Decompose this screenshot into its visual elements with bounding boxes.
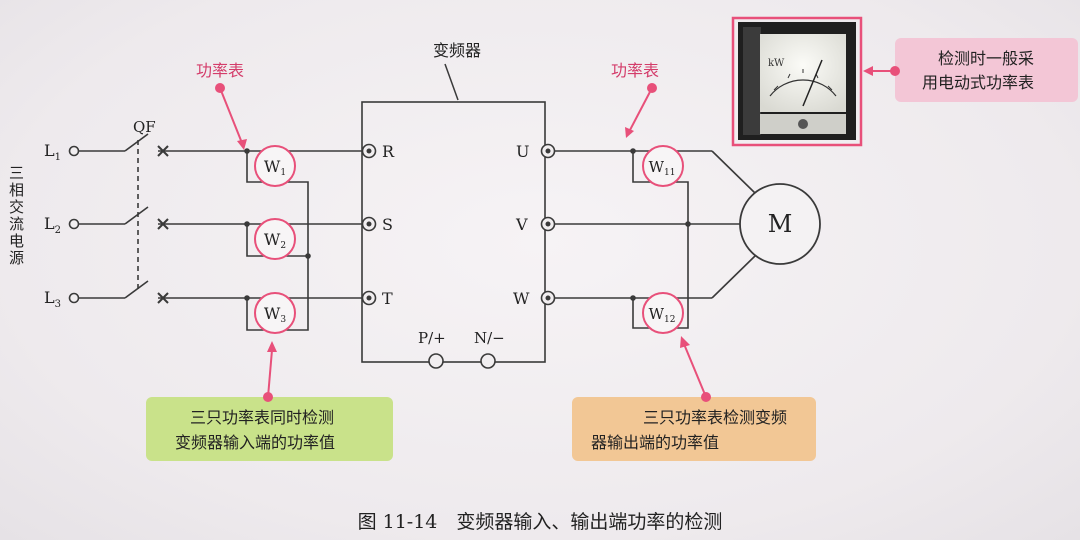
output-note-line2: 器输出端的功率值 — [591, 433, 719, 452]
inverter-leader — [444, 63, 459, 101]
source-section — [68, 133, 370, 304]
output-meter-callout-text: 功率表 — [611, 61, 659, 80]
output-note-box — [572, 397, 816, 461]
input-note-line1: 三只功率表同时检测 — [190, 408, 334, 427]
terminal-p: P/+ — [418, 329, 446, 347]
line-label-1: L1 — [44, 141, 61, 163]
terminal-s: S — [382, 215, 393, 234]
source-label: 三相交流电源 — [7, 165, 25, 267]
output-terminals — [540, 143, 556, 306]
inverter-box — [361, 101, 546, 363]
output-note: 三只功率表检测变频 器输出端的功率值 — [572, 336, 816, 461]
motor: M — [739, 183, 821, 265]
photo-callout-line2: 用电动式功率表 — [922, 73, 1034, 92]
output-meter-callout: 功率表 — [611, 61, 659, 138]
output-junctions — [630, 148, 691, 301]
input-note: 三只功率表同时检测 变频器输入端的功率值 — [146, 341, 393, 461]
input-meter-callout: 功率表 — [196, 61, 247, 150]
dc-terminals: P/+ N/− — [418, 329, 505, 369]
svg-text:W3: W3 — [264, 304, 286, 325]
svg-text:W1: W1 — [264, 157, 286, 178]
output-meter-w11: W11 — [642, 145, 684, 187]
meter-photo-scale — [769, 79, 837, 97]
meter-photo-side — [743, 27, 761, 135]
input-meter-w1: W1 — [254, 145, 296, 187]
terminal-r: R — [382, 142, 395, 161]
line-label-3: L3 — [44, 288, 61, 310]
terminal-n: N/− — [474, 329, 505, 347]
meter-photo-needle — [802, 59, 823, 107]
inverter-label: 变频器 — [433, 41, 481, 60]
input-meter-w2: W2 — [254, 218, 296, 260]
input-meter-callout-text: 功率表 — [196, 61, 244, 80]
input-note-box — [146, 397, 393, 461]
terminal-v: V — [515, 215, 528, 234]
breaker-contacts — [157, 145, 169, 304]
motor-label: M — [768, 210, 793, 238]
input-note-line2: 变频器输入端的功率值 — [175, 433, 335, 452]
svg-text:W12: W12 — [649, 305, 676, 325]
terminal-w: W — [513, 289, 530, 308]
input-meter-w3: W3 — [254, 292, 296, 334]
breaker-label: QF — [133, 118, 156, 136]
figure-caption: 图 11-14 变频器输入、输出端功率的检测 — [358, 511, 723, 533]
output-note-line1: 三只功率表检测变频 — [643, 408, 787, 427]
photo-callout-line1: 检测时一般采 — [938, 49, 1034, 68]
input-meter-junctions — [244, 148, 311, 301]
photo-callout: 检测时一般采 用电动式功率表 — [863, 38, 1078, 102]
meter-photo-knob — [798, 119, 808, 129]
input-terminals — [361, 143, 377, 306]
meter-photo: kW — [731, 16, 863, 147]
line-label-2: L2 — [44, 214, 61, 236]
terminal-u: U — [516, 142, 529, 161]
meter-photo-unit: kW — [768, 58, 785, 69]
meter-photo-frame — [731, 16, 863, 147]
svg-text:W2: W2 — [264, 230, 286, 251]
terminal-t: T — [382, 289, 393, 308]
photo-callout-box — [895, 38, 1078, 102]
output-meter-w12: W12 — [642, 292, 684, 334]
svg-text:W11: W11 — [649, 158, 676, 178]
